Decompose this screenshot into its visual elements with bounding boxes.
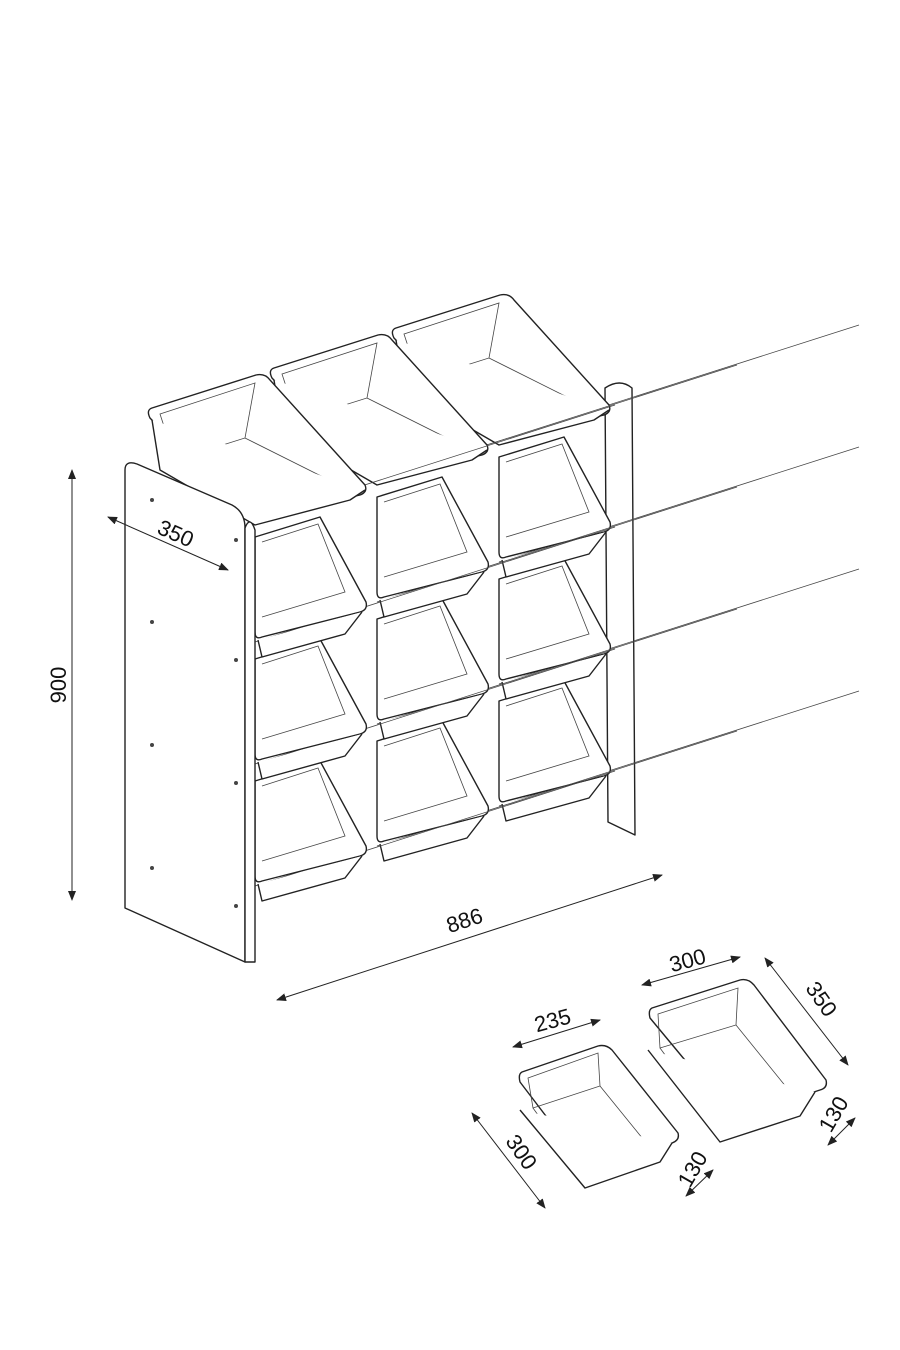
dimension-label: 130 <box>814 1092 854 1136</box>
dimension-small-bin-width: 235 <box>512 1004 601 1049</box>
dimension-arrow <box>685 1169 714 1197</box>
storage-bin <box>498 680 860 822</box>
dimension-label: 900 <box>46 667 71 704</box>
rack-bins <box>147 293 860 902</box>
dimension-large-bin-height: 130 <box>814 1092 856 1146</box>
storage-bin <box>254 638 616 780</box>
dimension-arrow <box>107 516 229 571</box>
dimension-label: 130 <box>673 1147 713 1191</box>
dimension-width: 886 <box>276 873 663 1002</box>
storage-bin <box>376 598 738 740</box>
storage-bin <box>376 720 738 862</box>
dimension-large-bin-width: 300 <box>641 944 741 987</box>
dimension-label: 300 <box>667 944 709 978</box>
rack-right-side-panel <box>604 382 636 836</box>
dimension-small-bin-height: 130 <box>673 1147 714 1197</box>
storage-bin <box>376 476 738 618</box>
dimension-height: 900 <box>46 469 76 901</box>
dimension-label: 886 <box>443 903 486 938</box>
storage-bin <box>254 516 616 658</box>
dimension-arrow <box>827 1117 856 1146</box>
storage-bin <box>147 373 616 526</box>
small-bin-detail <box>518 1044 680 1189</box>
dimension-arrow <box>512 1018 601 1049</box>
dimension-arrow <box>764 957 849 1066</box>
storage-bin <box>498 558 860 700</box>
rack-left-side-panel <box>124 462 256 963</box>
dimension-arrow <box>471 1112 546 1209</box>
storage-bin <box>498 436 860 578</box>
dimension-arrow <box>641 955 741 987</box>
dimension-label: 235 <box>532 1004 574 1038</box>
storage-bin <box>391 293 860 446</box>
dimension-arrow <box>276 873 663 1002</box>
dimension-label: 350 <box>801 977 843 1021</box>
storage-bin <box>269 333 738 486</box>
large-bin-detail <box>647 978 828 1143</box>
dimension-label: 300 <box>501 1130 543 1174</box>
